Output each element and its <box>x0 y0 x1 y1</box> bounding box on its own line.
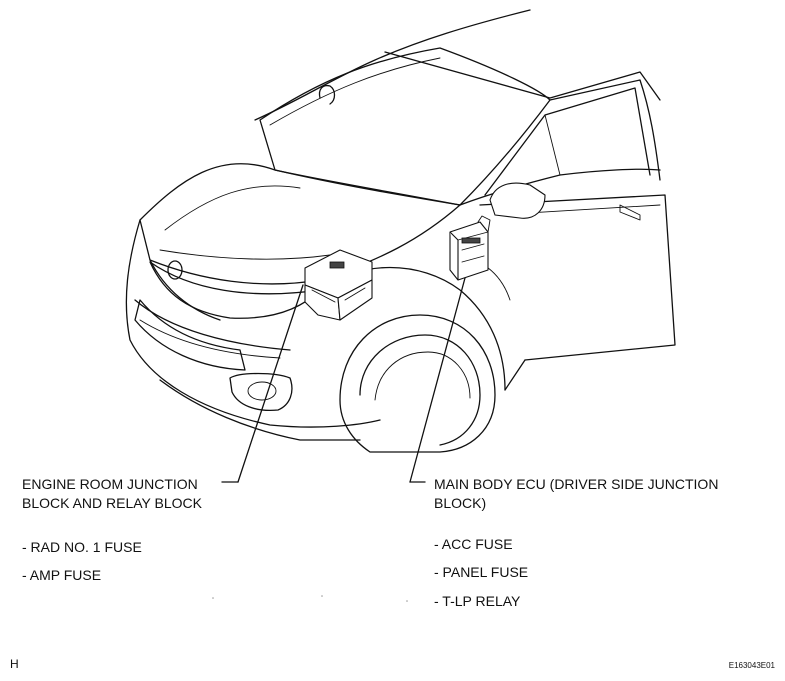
main-body-ecu-graphic <box>449 215 491 281</box>
engine-room-callout-title-line1: ENGINE ROOM JUNCTION <box>22 476 198 492</box>
figure-code: E163043E01 <box>728 661 775 670</box>
scan-specks <box>212 595 408 602</box>
engine-room-junction-block-graphic <box>304 249 373 321</box>
main-body-ecu-item-t-lp-relay: - T-LP RELAY <box>434 593 521 609</box>
corner-mark-left: H <box>10 657 19 671</box>
main-body-ecu-callout-title-line2: BLOCK) <box>434 495 487 511</box>
leader-lines <box>221 277 466 483</box>
engine-room-item-rad-no1-fuse: - RAD NO. 1 FUSE <box>22 539 142 555</box>
main-body-ecu-item-acc-fuse: - ACC FUSE <box>434 536 513 552</box>
main-body-ecu-item-panel-fuse: - PANEL FUSE <box>434 564 529 580</box>
engine-room-callout-title-line2: BLOCK AND RELAY BLOCK <box>22 495 202 511</box>
main-body-ecu-callout-title-line1: MAIN BODY ECU (DRIVER SIDE JUNCTION <box>434 476 719 492</box>
engine-room-item-amp-fuse: - AMP FUSE <box>22 567 102 583</box>
car-outline <box>125 9 676 453</box>
